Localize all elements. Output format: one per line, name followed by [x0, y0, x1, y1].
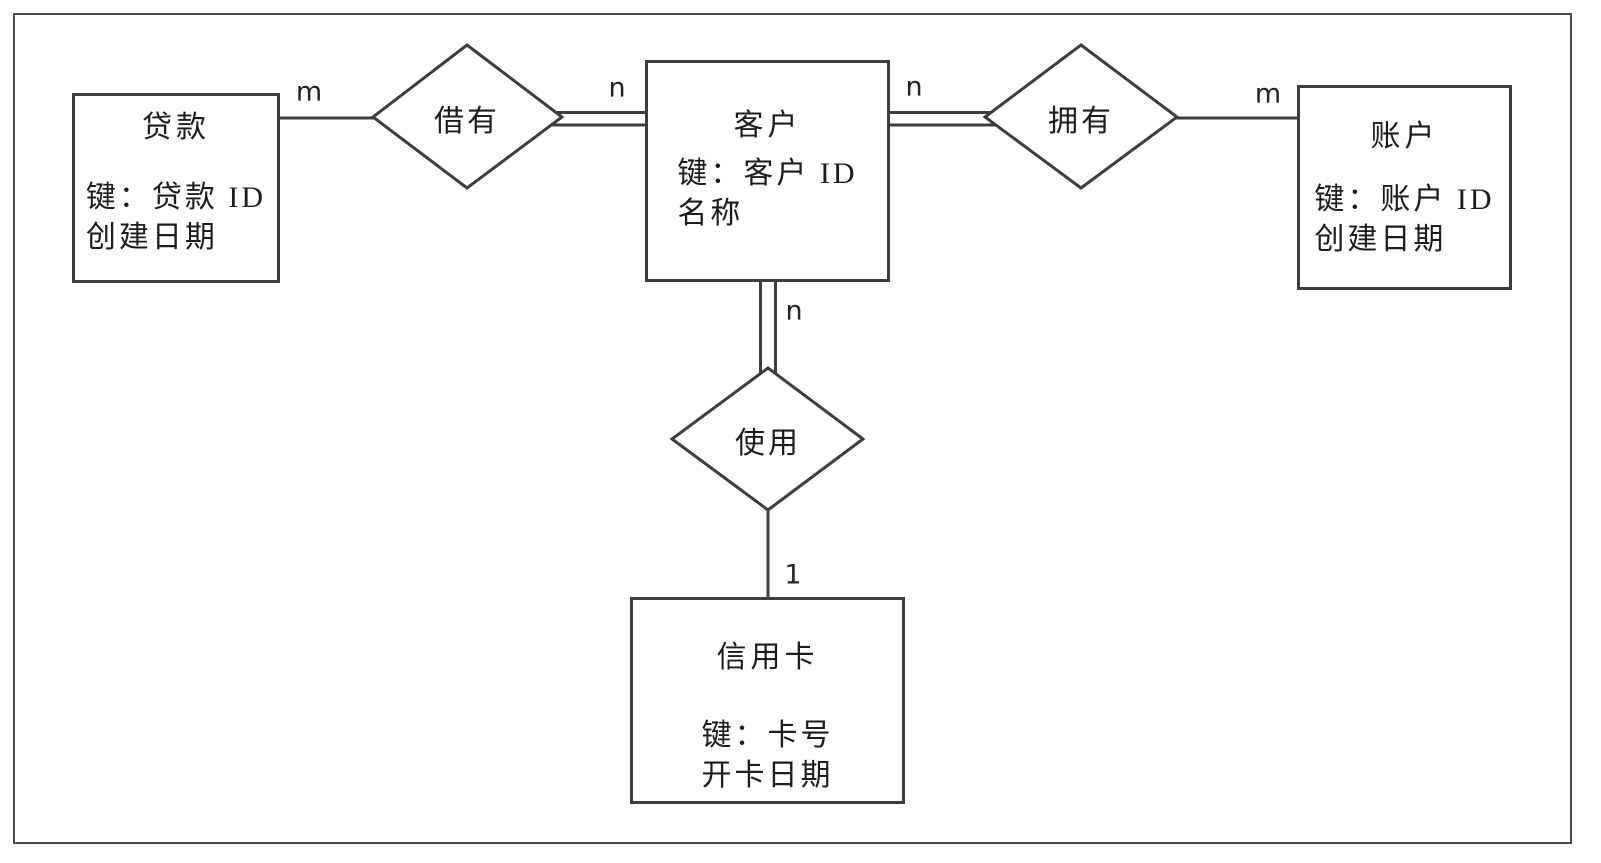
- relationship-borrows-label: 借有: [434, 105, 500, 138]
- entity-loan: 贷款 键：贷款 ID 创建日期: [72, 93, 280, 283]
- entity-loan-attribute-key: 键：贷款 ID: [85, 181, 267, 214]
- relationship-uses-label: 使用: [735, 427, 801, 460]
- entity-account-attribute-key: 键：账户 ID: [1314, 183, 1495, 216]
- entity-loan-attribute-created: 创建日期: [85, 221, 218, 254]
- entity-account-attribute-created: 创建日期: [1314, 223, 1447, 256]
- entity-credit-card: 信用卡 键：卡号 开卡日期: [630, 597, 905, 804]
- entity-account-title: 账户: [1370, 120, 1439, 153]
- diamond-borrows: [370, 43, 565, 190]
- cardinality-uses-card: 1: [784, 559, 802, 591]
- cardinality-customer-uses: n: [785, 295, 803, 327]
- entity-customer-attribute-key: 键：客户 ID: [677, 157, 858, 190]
- entity-customer: 客户 键：客户 ID 名称: [645, 60, 890, 282]
- entity-loan-title: 贷款: [142, 111, 210, 144]
- entity-account: 账户 键：账户 ID 创建日期: [1297, 85, 1512, 290]
- entity-credit-card-title: 信用卡: [716, 641, 819, 674]
- diamond-uses: [669, 366, 866, 512]
- entity-customer-title: 客户: [733, 109, 802, 142]
- cardinality-loan-borrows: m: [295, 76, 323, 108]
- relationship-owns-label: 拥有: [1048, 105, 1114, 138]
- cardinality-owns-account: m: [1254, 78, 1282, 110]
- cardinality-borrows-customer: n: [608, 72, 626, 104]
- diamond-owns: [982, 43, 1180, 190]
- diagram-frame: [13, 13, 1572, 844]
- entity-credit-card-attribute-opened: 开卡日期: [701, 759, 834, 792]
- cardinality-customer-owns: n: [905, 71, 923, 103]
- entity-credit-card-attribute-key: 键：卡号: [701, 719, 834, 752]
- entity-customer-attribute-name: 名称: [677, 197, 744, 230]
